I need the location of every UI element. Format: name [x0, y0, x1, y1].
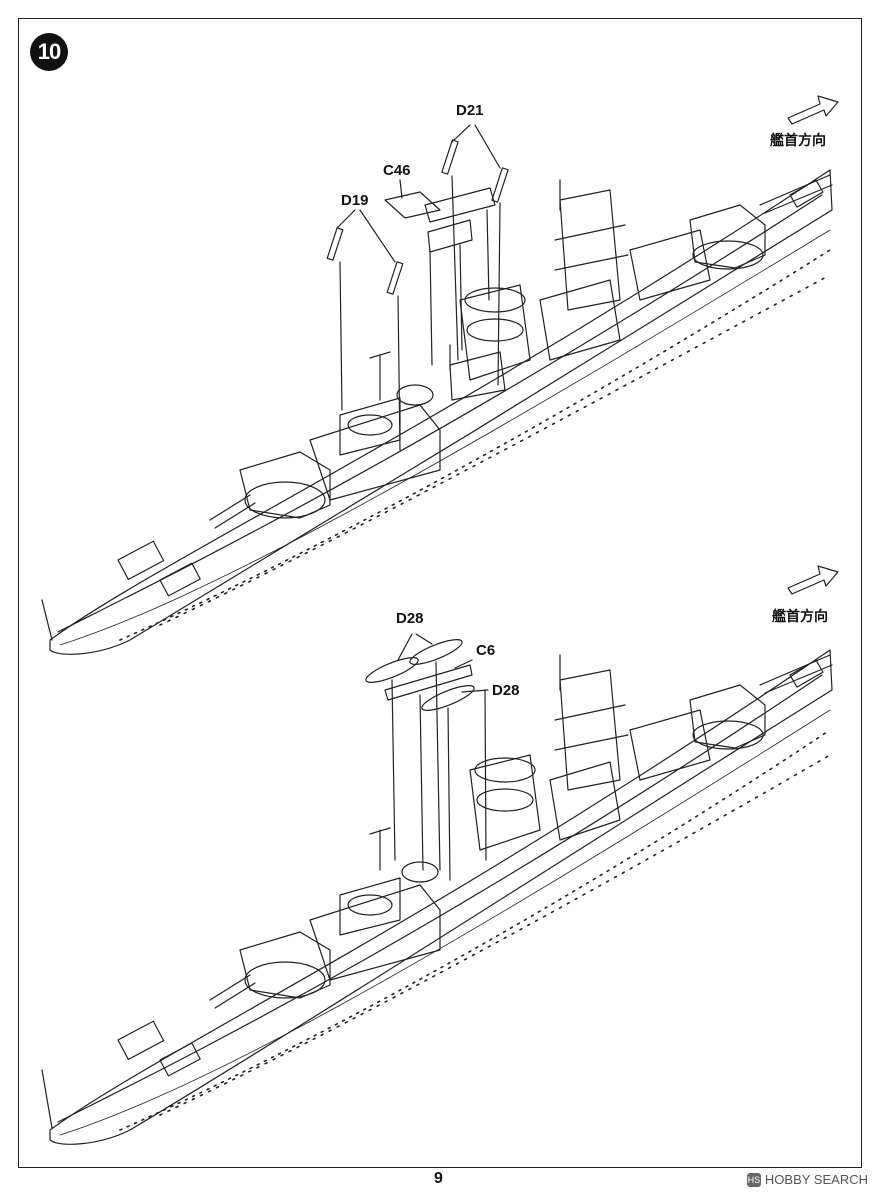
page-number: 9: [434, 1170, 443, 1187]
label-c6: C6: [476, 642, 496, 659]
label-c46: C46: [383, 162, 411, 179]
watermark-logo-icon: HS: [746, 1172, 761, 1187]
label-d28-right: D28: [492, 682, 520, 699]
page-border: [18, 18, 862, 1168]
bow-direction-top: 艦首方向: [770, 133, 826, 149]
label-d21: D21: [456, 102, 484, 119]
bow-direction-bottom: 艦首方向: [772, 609, 828, 625]
bottom-ship-drawing: [41, 649, 833, 1145]
part-d28-boats: [365, 633, 489, 881]
part-c46-platform: [384, 179, 496, 366]
part-c6-rack: [384, 659, 487, 871]
watermark-text: HOBBY SEARCH: [764, 1172, 868, 1187]
part-d19-ladders: [326, 209, 404, 451]
label-d19: D19: [341, 192, 369, 209]
bow-arrow-bottom: [787, 565, 839, 595]
part-d21-ladders: [441, 124, 509, 386]
watermark: HS HOBBY SEARCH: [746, 1172, 868, 1187]
step-number-badge: 10: [30, 33, 68, 71]
bow-arrow-top: [787, 95, 839, 125]
top-ship-drawing: [41, 169, 833, 655]
label-d28-left: D28: [396, 610, 424, 627]
